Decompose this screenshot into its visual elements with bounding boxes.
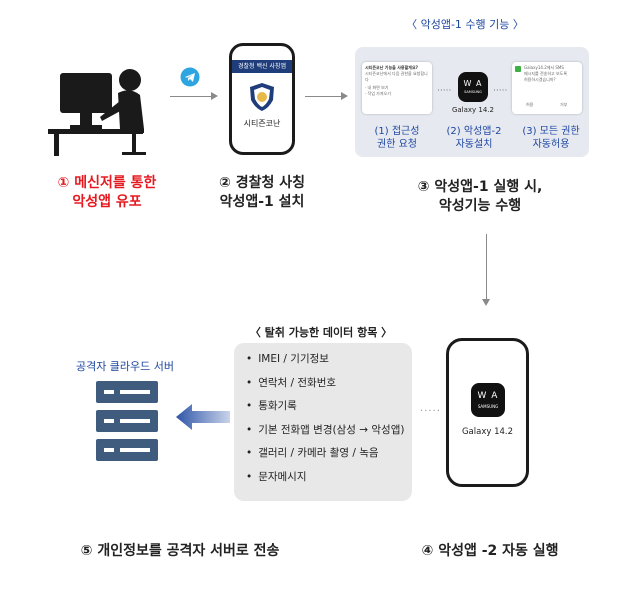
data-panel-title: 〈 탈취 가능한 데이터 항목 〉 xyxy=(249,326,393,339)
feature-2-label: (2) 악성앱-2 자동설치 xyxy=(446,126,502,150)
police-badge-icon xyxy=(250,83,274,111)
dialog-line: 시티즌코난에서 다음 권한을 요청합니다 xyxy=(365,71,428,82)
arrow-head xyxy=(341,92,348,100)
galaxy-app-label: Galaxy 14.2 xyxy=(461,427,514,437)
wa-logo-text: W A xyxy=(477,391,499,401)
allow-small-label: 허용 xyxy=(526,102,534,107)
phone-header-text: 경찰청 백신 사칭앱 xyxy=(238,63,286,70)
dialog-line: 메시지를 전송하고 보도록 xyxy=(524,71,568,76)
feature-1-label: (1) 접근성 권한 요청 xyxy=(374,126,420,150)
galaxy-app-label: Galaxy 14.2 xyxy=(451,106,495,114)
dialog-line: · 작업 가져오기 xyxy=(365,91,391,96)
arrow-step3-to-step4 xyxy=(486,234,487,300)
step-3-caption: ③ 악성앱-1 실행 시, 악성기능 수행 xyxy=(417,179,543,214)
data-item: 통화기록 xyxy=(246,395,412,419)
server-icon xyxy=(96,381,158,461)
feature-3-label: (3) 모든 권한 자동허용 xyxy=(522,126,580,150)
step-4-caption: ④ 악성앱 -2 자동 실행 xyxy=(421,543,559,559)
dialog-title: 시티즌코난 기능을 사용할게요? xyxy=(365,65,418,70)
step-1-caption: ① 메신저를 통한 악성앱 유포 xyxy=(57,175,157,210)
galaxy-app-icon: W A SAMSUNG xyxy=(458,72,488,102)
data-item: 문자메시지 xyxy=(246,466,412,490)
wa-logo-sub: SAMSUNG xyxy=(464,90,482,94)
wa-logo-sub: SAMSUNG xyxy=(477,404,499,409)
accessibility-dialog: 시티즌코난 기능을 사용할게요? 시티즌코난에서 다음 권한을 요청합니다 · … xyxy=(362,62,432,114)
dots-separator: ····· xyxy=(493,86,508,96)
data-items-panel: IMEI / 기기정보 연락처 / 전화번호 통화기록 기본 전화앱 변경(삼성… xyxy=(234,343,412,501)
dialog-line: · 내 화면 보기 xyxy=(365,85,389,90)
arrow-head xyxy=(482,299,490,306)
step-3-panel-title: 〈 악성앱-1 수행 기능 〉 xyxy=(406,18,524,31)
step-5-caption: ⑤ 개인정보를 공격자 서버로 전송 xyxy=(80,543,280,559)
police-app-phone: 경찰청 백신 사칭앱 시티즌코난 xyxy=(229,43,295,155)
step-2-caption: ② 경찰청 사칭 악성앱-1 설치 xyxy=(218,175,305,210)
data-item: 갤러리 / 카메라 촬영 / 녹음 xyxy=(246,442,412,466)
message-icon xyxy=(515,66,521,72)
arrow-step2-to-step3 xyxy=(305,96,342,97)
sms-permission-dialog: Galaxy14.2에서 SMS 메시지를 전송하고 보도록 허용하시겠습니까?… xyxy=(512,62,582,114)
police-app-name: 시티즌코난 xyxy=(243,119,281,128)
galaxy-app-icon: W A SAMSUNG xyxy=(471,383,505,417)
dots-separator: ····· xyxy=(420,406,441,417)
dialog-line: 허용하시겠습니까? xyxy=(524,77,556,82)
dots-separator: ····· xyxy=(437,86,452,96)
malicious-app-2-phone: W A SAMSUNG Galaxy 14.2 xyxy=(446,338,529,487)
data-item: 연락처 / 전화번호 xyxy=(246,372,412,396)
data-item: 기본 전화앱 변경(삼성 → 악성앱) xyxy=(246,419,412,443)
telegram-icon xyxy=(180,67,200,87)
transfer-arrow xyxy=(176,404,230,430)
data-item: IMEI / 기기정보 xyxy=(246,348,412,372)
hacker-icon xyxy=(48,69,146,156)
arrow-head xyxy=(211,92,218,100)
wa-logo-text: W A xyxy=(463,79,483,88)
phone-header xyxy=(232,60,292,73)
deny-small-label: 거부 xyxy=(560,102,568,107)
arrow-step1-to-step2 xyxy=(170,96,212,97)
dialog-line: Galaxy14.2에서 SMS xyxy=(524,65,564,70)
server-label: 공격자 클라우드 서버 xyxy=(75,360,175,373)
